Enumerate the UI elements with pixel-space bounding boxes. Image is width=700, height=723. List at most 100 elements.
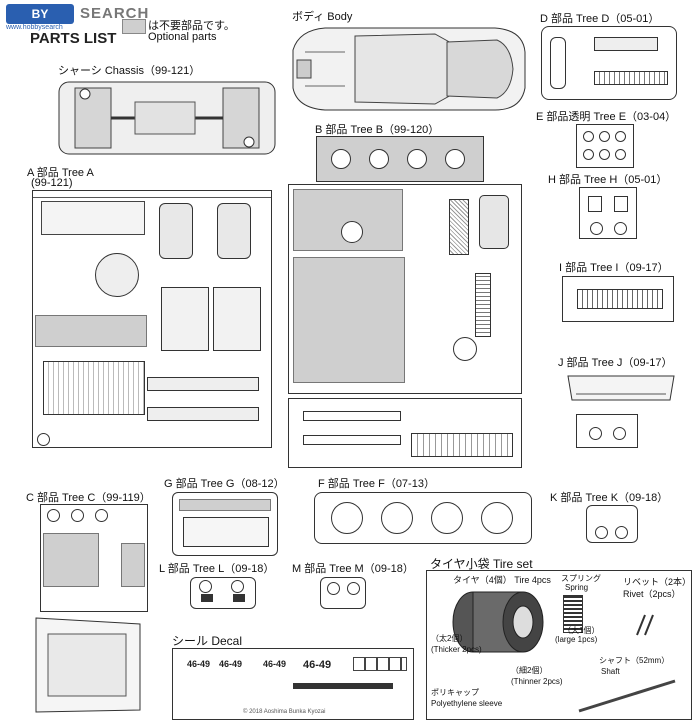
tree-l-frame	[190, 577, 256, 609]
tree-b-part-steering	[341, 221, 363, 243]
logo-mark: BY	[6, 4, 74, 24]
tree-m-frame	[320, 577, 366, 609]
tree-a-part-floor-2	[213, 287, 261, 351]
tree-b-part-exhaust	[475, 273, 491, 337]
part-number-badge	[327, 582, 340, 595]
large-jp: （大1個）	[563, 626, 600, 635]
part-number-badge	[347, 582, 360, 595]
rim-icon	[431, 502, 463, 534]
tree-b-part-bar-2	[303, 435, 401, 445]
tree-a-part-trim-1	[147, 377, 259, 391]
spring-icon	[563, 595, 583, 633]
tree-m-label: M 部品 Tree M（09-18）	[292, 563, 414, 575]
lens-icon	[599, 149, 610, 160]
tree-l-part	[201, 594, 213, 602]
shaft-icon	[577, 677, 677, 713]
tree-b-part-seat	[479, 195, 509, 249]
tree-i-frame	[562, 276, 674, 322]
tree-j-drawing	[566, 370, 676, 410]
rim-icon	[331, 502, 363, 534]
body-label: ボディ Body	[292, 11, 353, 23]
rivet-jp: リベット（2本）	[623, 577, 692, 587]
legend-en: Optional parts	[148, 31, 217, 43]
tree-l-part	[233, 594, 245, 602]
lens-icon	[615, 149, 626, 160]
large-en: (large 1pcs)	[555, 635, 598, 644]
rivet-icon	[633, 611, 657, 637]
tree-i-part-grille	[577, 289, 663, 309]
lens-icon	[615, 131, 626, 142]
tree-j-small	[576, 414, 638, 448]
part-number-badge	[71, 509, 84, 522]
part-number-badge	[47, 509, 60, 522]
tree-g-part-grille	[183, 517, 269, 547]
tree-f-frame	[314, 492, 532, 544]
tree-a-part-grille	[43, 361, 145, 415]
shaft-line-icon	[578, 679, 676, 713]
tree-e-label: E 部品透明 Tree E（03-04）	[536, 111, 677, 123]
decal-copyright: © 2018 Aoshima Bunka Kyozai	[243, 709, 326, 715]
mirror-icon	[588, 196, 602, 212]
part-number-badge	[199, 580, 212, 593]
tree-c-label: C 部品 Tree C（99-119）	[26, 492, 151, 504]
tree-f-label: F 部品 Tree F（07-13）	[318, 478, 435, 490]
part-number-badge	[95, 509, 108, 522]
part-number-badge	[231, 580, 244, 593]
part-number-badge	[595, 526, 608, 539]
rim-icon	[381, 502, 413, 534]
spring-en: Spring	[565, 583, 589, 592]
lens-icon	[583, 131, 594, 142]
chassis-icon	[58, 81, 276, 155]
part-number-badge	[589, 427, 602, 440]
tree-d-frame	[541, 26, 677, 100]
tree-a-part-plate	[41, 201, 145, 235]
tree-b-label: B 部品 Tree B（99-120）	[315, 124, 440, 136]
chassis-label: シャーシ Chassis（99-121）	[58, 65, 201, 77]
chassis-drawing	[55, 78, 280, 158]
tire-icon	[447, 589, 547, 655]
tree-b-lower	[288, 398, 522, 468]
tree-b-part-dial	[453, 337, 477, 361]
decal-plate: 46-49	[303, 659, 332, 671]
optional-parts-swatch	[122, 19, 146, 34]
car-body-icon	[292, 27, 526, 111]
body-drawing	[285, 22, 531, 116]
tree-j-label: J 部品 Tree J（09-17）	[558, 357, 673, 369]
logo: BY www.hobbysearch	[6, 4, 78, 31]
wheel-icon	[445, 149, 465, 169]
tree-h-label: H 部品 Tree H（05-01）	[548, 174, 668, 186]
tree-a-optional-part	[35, 315, 147, 347]
tree-c-frame	[40, 504, 148, 612]
tree-i-label: I 部品 Tree I（09-17）	[559, 262, 669, 274]
lens-icon	[583, 149, 594, 160]
decal-plate: 46-49	[219, 659, 243, 669]
wheel-icon	[369, 149, 389, 169]
thick-en: (Thicker 2pcs)	[431, 645, 482, 654]
tree-b-wheel-rail	[316, 136, 484, 182]
interior-tub-icon	[35, 617, 141, 713]
tree-g-label: G 部品 Tree G（08-12）	[164, 478, 285, 490]
part-number-badge	[614, 222, 627, 235]
tree-a-label: A 部品 Tree A	[27, 167, 94, 179]
tree-b-part-mesh	[449, 199, 469, 255]
legend-jp: は不要部品です。	[148, 20, 235, 32]
decal-plate: 46-49	[187, 659, 211, 669]
rim-icon	[481, 502, 513, 534]
tree-a-part-floor	[161, 287, 209, 351]
tree-b-part-tail	[411, 433, 513, 457]
tree-a-rail-top	[33, 191, 271, 198]
thin-en: (Thinner 2pcs)	[511, 677, 563, 686]
wheel-icon	[331, 149, 351, 169]
tree-g-frame	[172, 492, 278, 556]
part-number-badge	[613, 427, 626, 440]
logo-search: SEARCH	[80, 5, 150, 22]
tire-label: タイヤ（4個） Tire 4pcs	[453, 575, 551, 585]
tree-b-optional-part-2	[293, 257, 405, 383]
thin-jp: （細2個）	[511, 666, 548, 675]
tree-l-label: L 部品 Tree L（09-18）	[159, 563, 275, 575]
tree-a-frame	[32, 190, 272, 448]
mirror-icon	[614, 196, 628, 212]
tree-a-code: (99-121)	[31, 177, 73, 189]
tree-a-part-seat-right	[217, 203, 251, 259]
decal-label: シール Decal	[172, 634, 243, 648]
